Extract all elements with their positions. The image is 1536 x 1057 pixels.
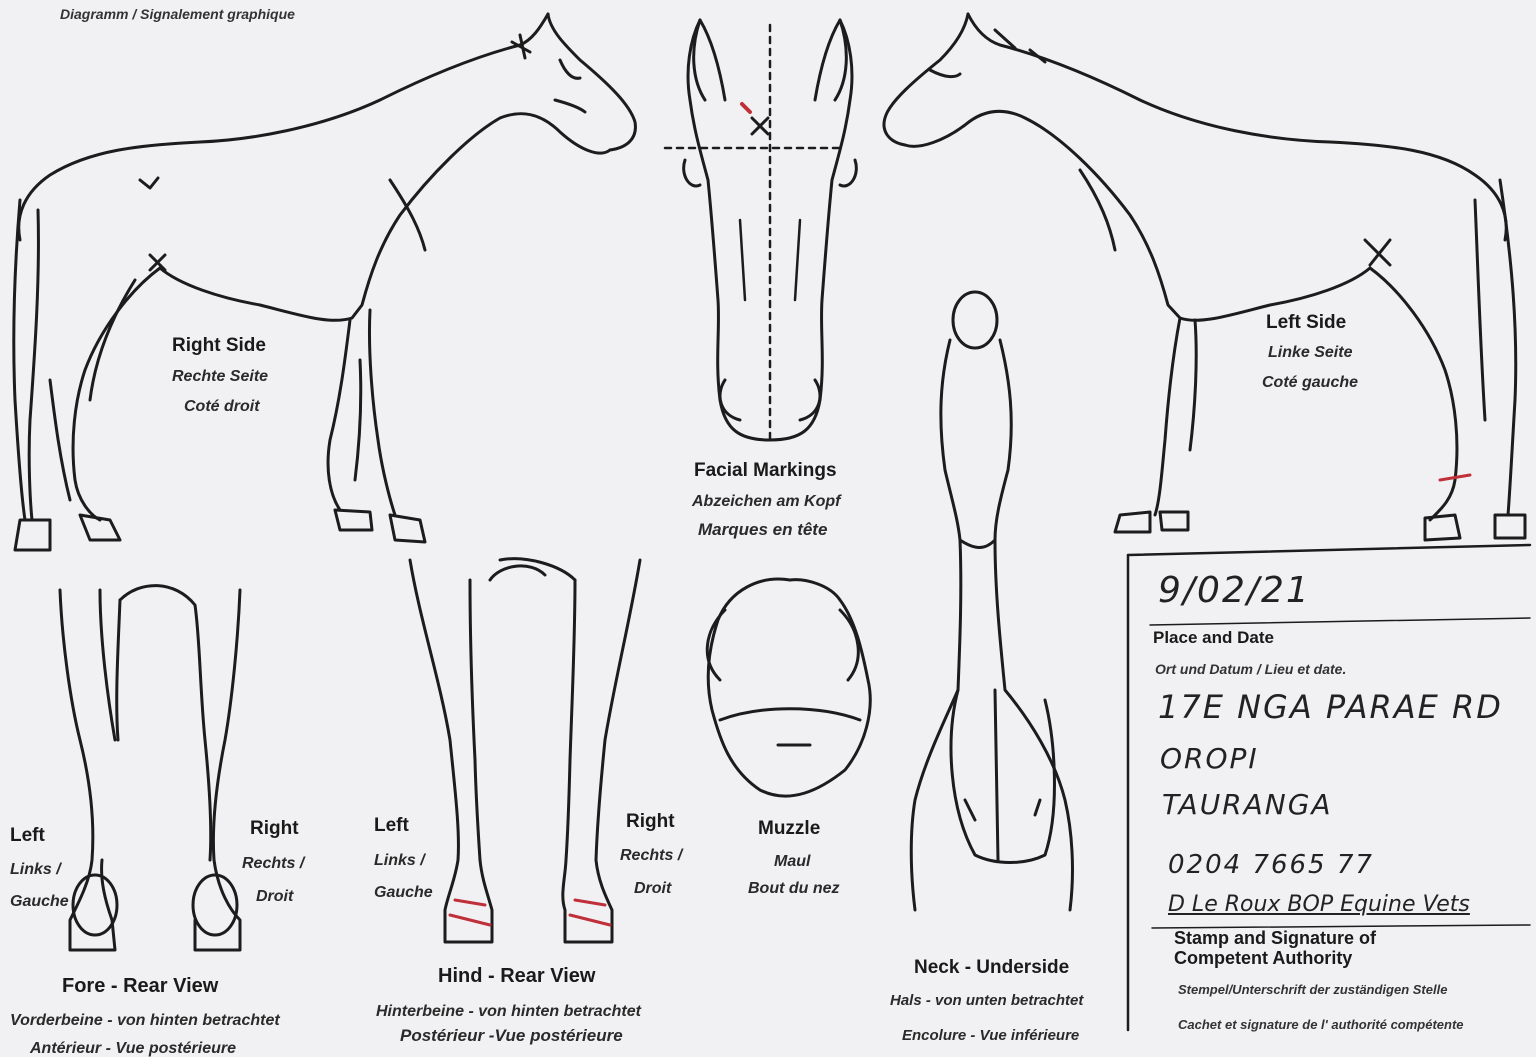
facial-de: Abzeichen am Kopf: [692, 493, 840, 511]
right-side-title: Right Side: [172, 335, 266, 357]
stamp-label-line-2: Competent Authority: [1174, 948, 1352, 969]
fore-left-fr: Gauche: [10, 893, 69, 911]
fore-rear-view-fr: Antérieur - Vue postérieure: [30, 1040, 236, 1057]
place-date-sub: Ort und Datum / Lieu et date.: [1155, 661, 1346, 677]
hind-rear-view-fr: Postérieur -Vue postérieure: [400, 1026, 623, 1046]
neck-de: Hals - von unten betrachtet: [890, 992, 1083, 1009]
fore-right-title: Right: [250, 818, 299, 840]
fore-rear-view-outline: [60, 586, 240, 950]
fore-left-title: Left: [10, 825, 45, 847]
handwritten-address-line-2: OROPI: [1160, 742, 1259, 775]
handwritten-signature: D Le Roux BOP Equine Vets: [1168, 892, 1470, 917]
facial-title: Facial Markings: [694, 460, 837, 482]
muzzle-fr: Bout du nez: [748, 880, 840, 898]
hind-rear-view-outline: [410, 559, 640, 942]
left-side-title: Left Side: [1266, 312, 1346, 334]
neck-fr: Encolure - Vue inférieure: [902, 1027, 1079, 1044]
left-side-fr: Coté gauche: [1262, 374, 1358, 392]
stamp-fr: Cachet et signature de l' authorité comp…: [1178, 1017, 1464, 1032]
hind-right-fr: Droit: [634, 880, 671, 898]
muzzle-de: Maul: [774, 853, 810, 871]
muzzle-title: Muzzle: [758, 818, 820, 840]
neck-underside-outline: [911, 292, 1072, 910]
right-side-horse-outline: [14, 14, 636, 550]
fore-left-de: Links /: [10, 861, 61, 879]
hind-left-de: Links /: [374, 852, 425, 870]
hind-rear-view-de: Hinterbeine - von hinten betrachtet: [376, 1003, 641, 1021]
fore-rear-view-title: Fore - Rear View: [62, 975, 218, 998]
left-side-de: Linke Seite: [1268, 344, 1352, 362]
neck-title: Neck - Underside: [914, 957, 1069, 979]
facial-fr: Marques en tête: [698, 520, 827, 540]
hind-rear-view-title: Hind - Rear View: [438, 965, 595, 988]
place-date-label: Place and Date: [1153, 628, 1274, 648]
handwritten-address-line-1: 17E NGA PARAE RD: [1158, 688, 1503, 726]
fore-rear-view-de: Vorderbeine - von hinten betrachtet: [10, 1012, 280, 1030]
hind-left-fr: Gauche: [374, 884, 433, 902]
face-front-outline: [665, 20, 856, 440]
hind-right-de: Rechts /: [620, 847, 682, 865]
fore-right-de: Rechts /: [242, 855, 304, 873]
handwritten-phone: 0204 7665 77: [1168, 850, 1374, 880]
right-side-de: Rechte Seite: [172, 368, 268, 386]
handwritten-address-line-3: TAURANGA: [1162, 788, 1333, 821]
right-side-fr: Coté droit: [184, 398, 260, 416]
hind-right-title: Right: [626, 811, 675, 833]
page-header: Diagramm / Signalement graphique: [60, 6, 295, 22]
handwritten-date: 9/02/21: [1158, 570, 1311, 611]
stamp-label-line-1: Stamp and Signature of: [1174, 928, 1376, 949]
fore-right-fr: Droit: [256, 888, 293, 906]
stamp-de: Stempel/Unterschrift der zuständigen Ste…: [1178, 982, 1447, 997]
hind-left-title: Left: [374, 815, 409, 837]
muzzle-outline: [707, 579, 870, 796]
left-side-horse-outline: [884, 14, 1525, 540]
